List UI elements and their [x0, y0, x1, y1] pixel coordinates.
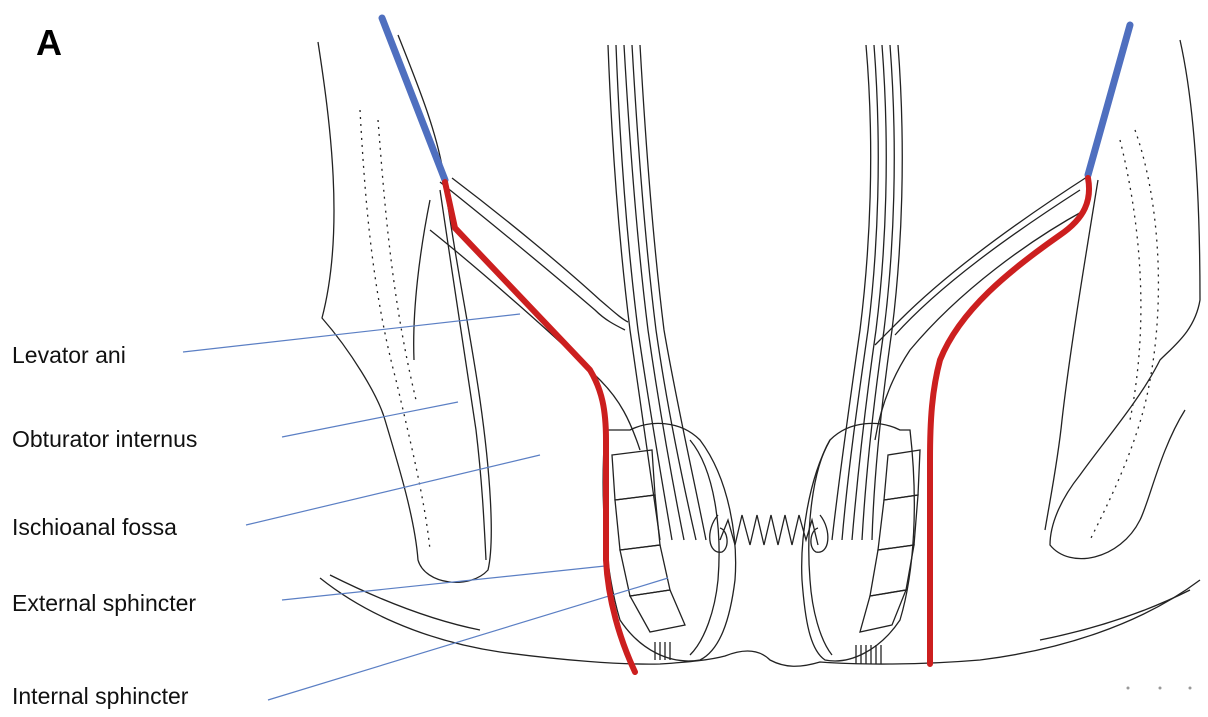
- red-lines: [445, 178, 1089, 672]
- right-rectal-wall-1: [832, 45, 871, 540]
- right-bone-texture: [1090, 130, 1158, 540]
- left-red-line: [445, 182, 635, 672]
- dot-marks: [1127, 687, 1192, 690]
- right-rectal-wall-2: [842, 45, 878, 540]
- right-blue-line: [1088, 25, 1130, 175]
- left-rectal-wall-4: [632, 45, 696, 540]
- right-anal-fold: [811, 515, 828, 552]
- left-levator-ani-3: [430, 230, 640, 450]
- right-external-sphincter-block-2: [878, 495, 918, 550]
- right-subcutaneous-hatch: [856, 645, 881, 664]
- left-external-sphincter-block-2: [615, 495, 660, 550]
- left-ischium-outline: [318, 35, 491, 582]
- left-internal-sphincter: [690, 440, 719, 655]
- right-sphincter-outline: [802, 423, 915, 661]
- leader-ischioanal-fossa: [246, 455, 540, 525]
- blue-lines: [382, 18, 1130, 180]
- perineal-skin-inner: [330, 575, 480, 630]
- left-obturator-inner: [414, 200, 430, 360]
- leader-external-sphincter: [282, 566, 605, 600]
- perineal-skin-inner-right: [1040, 590, 1190, 640]
- left-blue-line: [382, 18, 445, 180]
- leader-obturator-internus: [282, 402, 458, 437]
- right-rectal-wall-3: [852, 45, 886, 540]
- left-external-sphincter-block-3: [620, 545, 670, 596]
- right-levator-ani: [875, 175, 1090, 345]
- left-external-sphincter-block-4: [630, 590, 685, 632]
- right-external-sphincter-block-4: [860, 590, 906, 632]
- diagram-outlines: [318, 35, 1200, 666]
- right-red-line: [930, 178, 1089, 664]
- right-obturator-outline: [1045, 180, 1098, 530]
- right-ischium-outline: [1050, 40, 1200, 559]
- leader-lines: [183, 314, 668, 700]
- perineal-skin: [320, 578, 1200, 666]
- right-levator-ani-3: [875, 210, 1085, 440]
- right-levator-ani-2: [895, 190, 1080, 335]
- left-obturator-outline: [440, 190, 486, 560]
